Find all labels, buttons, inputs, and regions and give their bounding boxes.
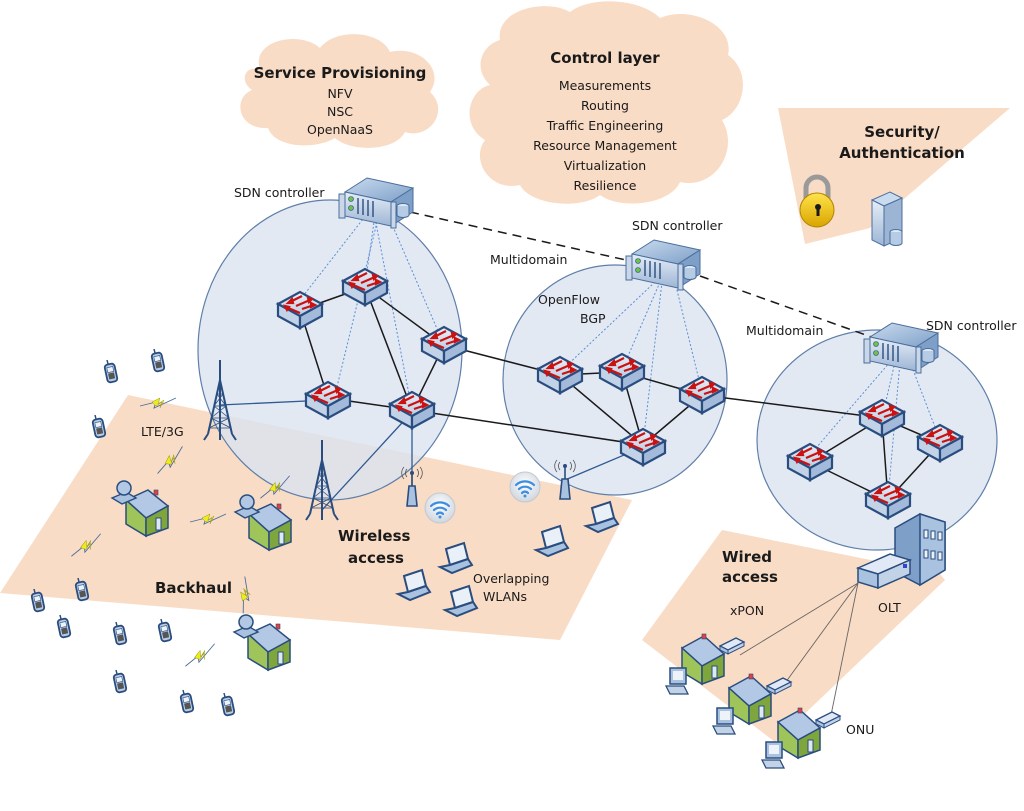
overlapping-wlans-label-line2: WLANs (483, 589, 527, 604)
backhaul-title: Backhaul (155, 579, 232, 597)
phone-icon (112, 621, 128, 646)
onu-label: ONU (846, 722, 874, 737)
wireless-access-title-line2: access (348, 549, 404, 567)
sdn-controller-label: SDN controller (926, 318, 1017, 333)
control-item: Virtualization (564, 158, 646, 173)
phone-icon (112, 669, 128, 694)
security-title-line1: Security/ (864, 123, 940, 141)
phone-icon (91, 414, 107, 439)
control-item: Measurements (559, 78, 651, 93)
multidomain-link-2 (699, 275, 881, 341)
wired-access-title-line1: Wired (722, 548, 772, 566)
control-item: Traffic Engineering (546, 118, 664, 133)
control-layer-title: Control layer (550, 49, 660, 67)
multidomain-link-1 (409, 211, 636, 263)
xpon-label: xPON (730, 603, 764, 618)
padlock-icon (799, 174, 835, 228)
wifi-icon (508, 470, 542, 504)
phone-icon (103, 359, 119, 384)
service-provisioning-cloud (240, 34, 439, 148)
wireless-link-icon (181, 643, 220, 669)
service-item: OpenNaaS (307, 122, 373, 137)
phone-icon (179, 689, 195, 714)
security-title-line2: Authentication (839, 144, 965, 162)
wired-access-title-line2: access (722, 568, 778, 586)
multidomain-label: Multidomain (490, 252, 567, 267)
service-provisioning-title: Service Provisioning (254, 64, 427, 82)
phone-icon (56, 614, 72, 639)
overlapping-wlans-label-line1: Overlapping (473, 571, 549, 586)
lte-3g-label: LTE/3G (141, 424, 184, 439)
phone-icon (150, 348, 166, 373)
control-item: Resilience (574, 178, 637, 193)
security-zone (778, 108, 1010, 244)
sdn-domain-3 (756, 329, 998, 551)
wifi-icon (423, 491, 457, 525)
server-icon (870, 191, 904, 247)
bgp-label: BGP (580, 311, 606, 326)
sdn-controller-label: SDN controller (234, 185, 325, 200)
service-item: NSC (327, 104, 353, 119)
control-item: Routing (581, 98, 629, 113)
pon-fibers (739, 582, 859, 721)
openflow-label: OpenFlow (538, 292, 600, 307)
backhaul-wireless-zone (0, 395, 632, 640)
control-layer-cloud (469, 1, 743, 204)
wireless-access-title-line1: Wireless (338, 527, 411, 545)
phone-icon (220, 692, 236, 717)
house-icon (233, 614, 291, 671)
service-item: NFV (327, 86, 353, 101)
phone-icon (157, 618, 173, 643)
multidomain-label: Multidomain (746, 323, 823, 338)
sdn-controller-label: SDN controller (632, 218, 723, 233)
control-item: Resource Management (533, 138, 677, 153)
olt-icon[interactable] (855, 553, 913, 590)
olt-label: OLT (878, 600, 901, 615)
